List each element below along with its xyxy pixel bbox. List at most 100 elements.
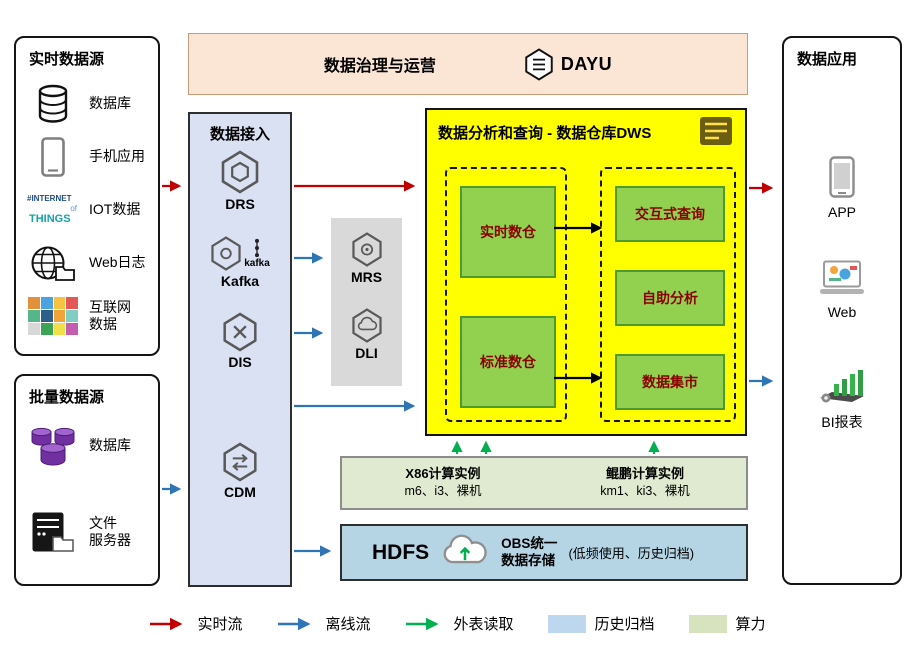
application-item-label: Web <box>827 304 857 320</box>
processing-item-label: MRS <box>350 269 383 285</box>
obs-storage-label: OBS统一 数据存储 <box>501 535 558 568</box>
dayu-logo: DAYU <box>524 47 613 81</box>
dayu-logo-text: DAYU <box>560 53 613 74</box>
processing-box: MRS DLI <box>331 218 402 386</box>
source-item-label: IOT数据 <box>89 201 141 218</box>
legend-label: 离线流 <box>325 616 371 633</box>
legend-item-external-read: 外表读取 <box>404 613 514 634</box>
red-arrow-icon <box>150 617 183 630</box>
application-item-app: APP <box>784 156 900 220</box>
governance-bar: 数据治理与运营 DAYU <box>188 33 748 95</box>
legend-item-compute: 算力 <box>688 613 766 634</box>
ingestion-title: 数据接入 <box>209 126 270 143</box>
ingestion-item-drs: DRS <box>190 150 290 212</box>
source-item-label: 文件 服务器 <box>89 514 131 549</box>
interactive-query-box: 交互式查询 <box>615 186 725 242</box>
mrs-icon <box>351 232 382 267</box>
dws-panel: 数据分析和查询 - 数据仓库DWS 实时数仓 标准数仓 交互式查询 自助分析 数… <box>425 108 747 436</box>
globe-folder-icon <box>26 244 80 282</box>
standard-warehouse-box: 标准数仓 <box>460 316 556 408</box>
kunpeng-compute-group: 鲲鹏计算实例 km1、ki3、裸机 <box>544 458 746 508</box>
legend-item-realtime: 实时流 <box>148 613 242 634</box>
compute-bar: X86计算实例 m6、i3、裸机 鲲鹏计算实例 km1、ki3、裸机 <box>340 456 748 510</box>
processing-item-mrs: MRS <box>331 232 402 285</box>
hdfs-obs-bar: HDFS OBS统一 数据存储 (低频使用、历史归档) <box>340 524 748 581</box>
ingestion-item-label: DRS <box>225 196 255 212</box>
legend-label: 历史归档 <box>594 616 655 633</box>
dli-icon <box>351 308 382 343</box>
ingestion-item-cdm: CDM <box>190 442 290 500</box>
applications-panel: 数据应用 APP Web <box>782 36 902 585</box>
application-item-label: BI报表 <box>821 414 863 430</box>
archive-swatch <box>547 614 586 633</box>
internet-data-icon <box>26 297 80 335</box>
x86-compute-subtitle: m6、i3、裸机 <box>404 484 482 499</box>
ingestion-item-kafka: kafka Kafka <box>190 236 290 289</box>
source-item-label: 互联网 数据 <box>89 298 131 333</box>
kunpeng-compute-title: 鲲鹏计算实例 <box>605 466 684 482</box>
ingestion-item-label: Kafka <box>220 273 260 289</box>
x86-compute-title: X86计算实例 <box>405 466 481 482</box>
app-phone-icon <box>829 156 855 198</box>
realtime-sources-title: 实时数据源 <box>29 51 105 68</box>
kafka-logo-icon <box>254 238 259 258</box>
legend-label: 实时流 <box>197 616 243 633</box>
compute-swatch <box>688 614 727 633</box>
source-item-fileserver: 文件 服务器 <box>26 504 154 560</box>
web-dashboard-icon <box>820 260 864 294</box>
applications-title: 数据应用 <box>797 51 858 68</box>
kafka-hexagon-icon <box>211 236 241 271</box>
obs-storage-note: (低频使用、历史归档) <box>568 546 695 561</box>
database-cluster-icon <box>26 424 80 468</box>
legend-label: 算力 <box>735 616 766 633</box>
legend: 实时流 离线流 外表读取 历史归档 算力 <box>0 613 914 634</box>
batch-sources-panel: 批量数据源 数据库 <box>14 374 160 586</box>
governance-title: 数据治理与运营 <box>323 58 436 75</box>
batch-sources-title: 批量数据源 <box>29 389 105 406</box>
service-group: 交互式查询 自助分析 数据集市 <box>600 167 736 422</box>
database-icon <box>26 84 80 124</box>
source-item-weblog: Web日志 <box>26 237 154 289</box>
file-server-icon <box>26 511 80 553</box>
dis-icon <box>223 312 257 352</box>
source-item-batch-database: 数据库 <box>26 418 154 474</box>
processing-item-label: DLI <box>355 345 378 361</box>
dws-database-icon <box>699 116 733 151</box>
kafka-wordmark: kafka <box>244 258 270 269</box>
realtime-sources-panel: 实时数据源 数据库 手机应用 #IN <box>14 36 160 356</box>
hdfs-label: HDFS <box>372 540 430 564</box>
source-item-mobile: 手机应用 <box>26 131 154 183</box>
dws-title: 数据分析和查询 - 数据仓库DWS <box>438 125 652 142</box>
drs-icon <box>221 150 259 194</box>
source-item-database: 数据库 <box>26 78 154 130</box>
application-item-label: APP <box>827 204 856 220</box>
green-arrow-icon <box>406 617 439 630</box>
cdm-icon <box>223 442 257 482</box>
ingestion-column: 数据接入 DRS <box>188 112 292 587</box>
ingestion-item-label: CDM <box>224 484 256 500</box>
blue-arrow-icon <box>278 617 311 630</box>
legend-item-archive: 历史归档 <box>547 613 655 634</box>
legend-item-offline: 离线流 <box>276 613 370 634</box>
processing-item-dli: DLI <box>331 308 402 361</box>
source-item-label: 数据库 <box>89 95 131 112</box>
bi-report-icon <box>820 370 864 403</box>
dayu-hexagon-icon <box>525 47 553 81</box>
legend-label: 外表读取 <box>453 616 514 633</box>
source-item-internet: 互联网 数据 <box>26 290 154 342</box>
x86-compute-group: X86计算实例 m6、i3、裸机 <box>342 458 544 508</box>
application-item-web: Web <box>784 260 900 320</box>
kafka-logo: kafka <box>244 238 270 269</box>
ingestion-item-label: DIS <box>228 354 252 370</box>
source-item-label: 手机应用 <box>89 148 145 165</box>
kunpeng-compute-subtitle: km1、ki3、裸机 <box>600 484 690 499</box>
obs-cloud-icon <box>440 534 490 572</box>
source-item-label: Web日志 <box>89 254 146 271</box>
mobile-phone-icon <box>26 137 80 177</box>
application-item-bi: BI报表 <box>784 368 900 432</box>
ingestion-item-dis: DIS <box>190 312 290 370</box>
self-service-analysis-box: 自助分析 <box>615 270 725 326</box>
